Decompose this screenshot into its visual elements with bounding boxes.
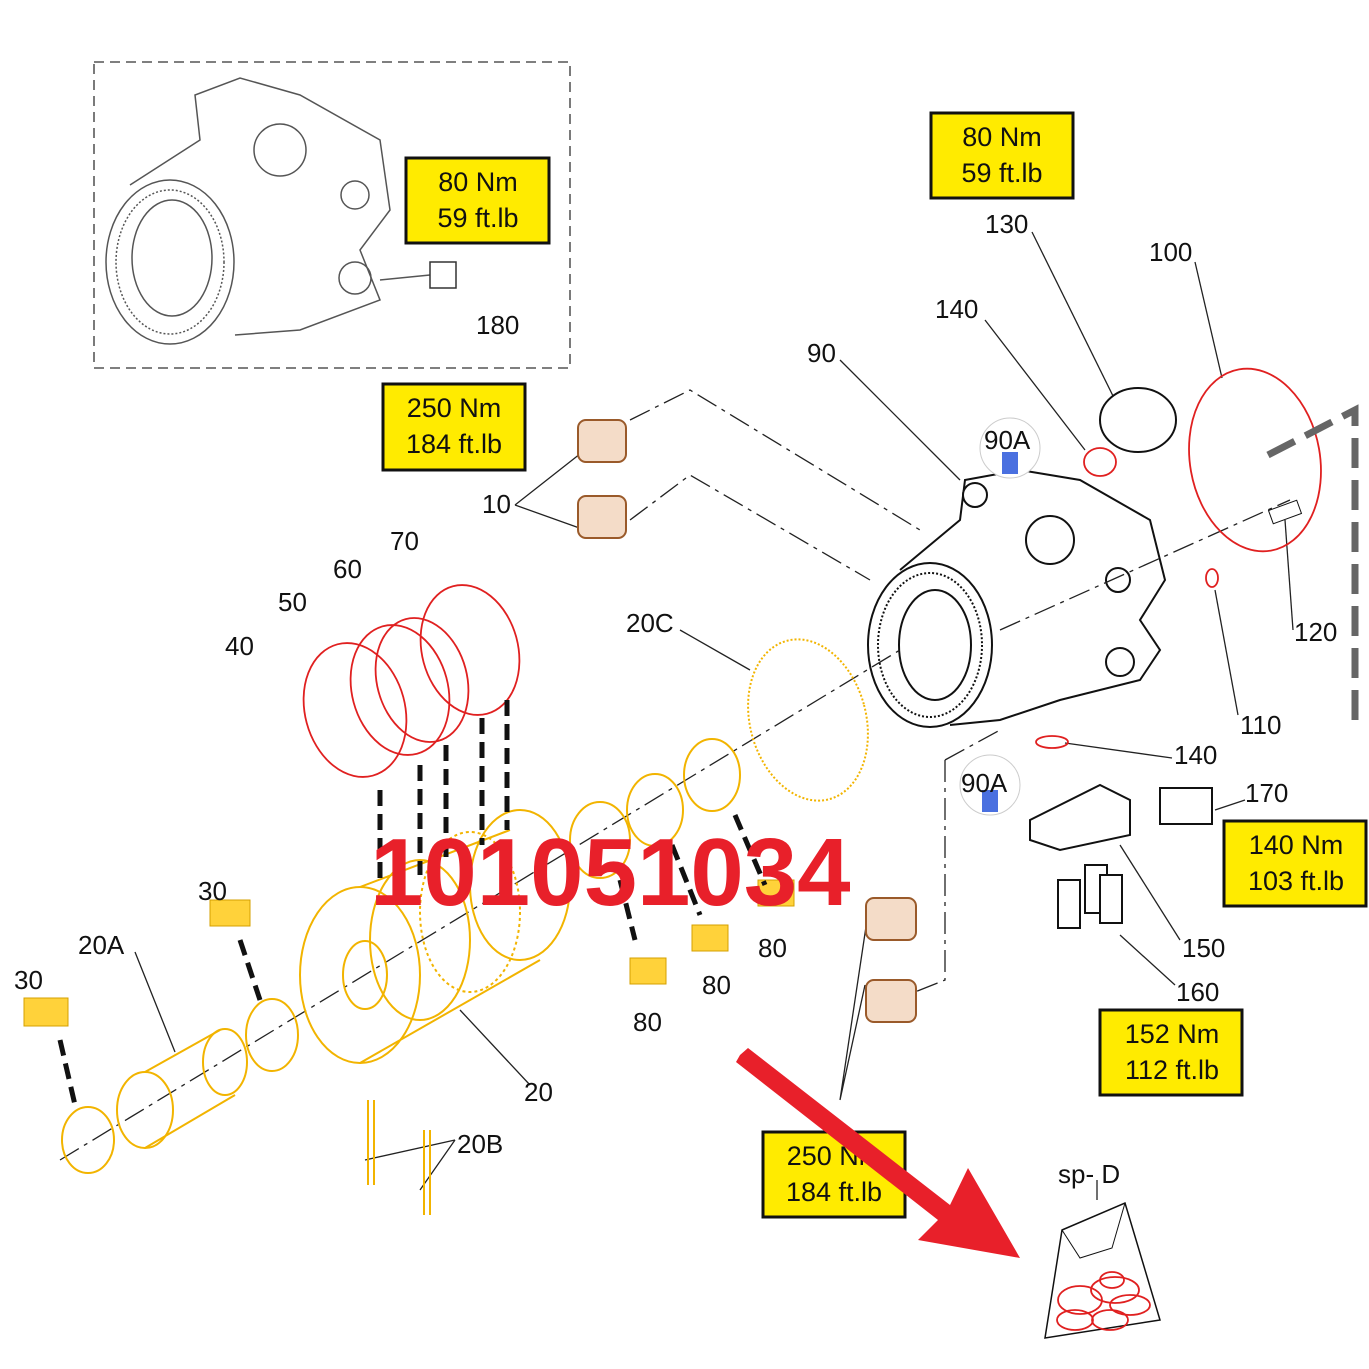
- pins-20b: [367, 1100, 431, 1215]
- housing-detail-drawing: [105, 77, 457, 345]
- callout-90a-b: 90A: [961, 768, 1008, 798]
- kit-label: sp- D: [1058, 1159, 1120, 1189]
- callout-160: 160: [1176, 977, 1219, 1007]
- callout-30: 30: [198, 876, 227, 906]
- callout-80c: 80: [758, 933, 787, 963]
- bolts-160: [1057, 864, 1123, 929]
- housing-90-drawing: [867, 468, 1167, 728]
- svg-text:103 ft.lb: 103 ft.lb: [1248, 866, 1344, 896]
- callout-30b: 30: [14, 965, 43, 995]
- seal-40: [302, 642, 408, 778]
- svg-text:250 Nm: 250 Nm: [407, 393, 502, 423]
- callout-90a: 90A: [984, 425, 1031, 455]
- callout-20c: 20C: [626, 608, 674, 638]
- callout-110: 110: [1240, 710, 1281, 740]
- svg-text:112 ft.lb: 112 ft.lb: [1125, 1055, 1219, 1085]
- callout-20b: 20B: [457, 1129, 503, 1159]
- callout-90: 90: [807, 338, 836, 368]
- callout-70: 70: [390, 526, 419, 556]
- part-number-watermark: 101051034: [370, 819, 851, 926]
- torque-box: 250 Nm 184 ft.lb: [381, 382, 527, 472]
- callout-80b: 80: [633, 1007, 662, 1037]
- red-arrow: [736, 1048, 1020, 1258]
- callout-40: 40: [225, 631, 254, 661]
- seal-100: [1188, 367, 1322, 553]
- svg-text:59 ft.lb: 59 ft.lb: [437, 203, 518, 233]
- sleeve-20a: [116, 1028, 248, 1149]
- svg-text:80 Nm: 80 Nm: [438, 167, 518, 197]
- callout-20: 20: [524, 1077, 553, 1107]
- callout-labels: 180 130 100 140 90 90A 10 70 60 50 40 20…: [14, 209, 1337, 1189]
- section-frame: [1266, 404, 1359, 720]
- plug-130: [1099, 387, 1177, 453]
- thread-locker-90a-b: [959, 754, 1021, 816]
- fittings: [577, 387, 1303, 1023]
- pin-120: [1267, 499, 1303, 525]
- bearing-20c: [747, 638, 869, 802]
- callout-120: 120: [1294, 617, 1337, 647]
- callout-150: 150: [1182, 933, 1225, 963]
- detail-inset-frame: [93, 61, 571, 369]
- callout-80: 80: [702, 970, 731, 1000]
- svg-text:184 ft.lb: 184 ft.lb: [406, 429, 502, 459]
- callout-170: 170: [1245, 778, 1288, 808]
- torque-box: 80 Nm 59 ft.lb: [929, 111, 1075, 200]
- seal-70: [419, 584, 521, 716]
- torque-box: 140 Nm 103 ft.lb: [1222, 819, 1368, 908]
- callout-20a: 20A: [78, 930, 125, 960]
- fitting-170: [1159, 787, 1213, 825]
- seal-140: [1083, 447, 1117, 477]
- seal-110: [1205, 568, 1219, 588]
- assembly-dashes: [57, 700, 768, 1106]
- callout-10: 10: [482, 489, 511, 519]
- flange-150: [1029, 783, 1131, 852]
- callout-50: 50: [278, 587, 307, 617]
- svg-text:140 Nm: 140 Nm: [1249, 830, 1344, 860]
- callout-140: 140: [935, 294, 978, 324]
- seal-60: [374, 617, 470, 743]
- svg-text:59 ft.lb: 59 ft.lb: [961, 158, 1042, 188]
- callout-60: 60: [333, 554, 362, 584]
- seal-50: [349, 624, 451, 756]
- callout-130: 130: [985, 209, 1028, 239]
- yellow-parts: [23, 638, 869, 1215]
- o-ring-seals: [302, 367, 1322, 778]
- svg-text:80 Nm: 80 Nm: [962, 122, 1042, 152]
- svg-text:152 Nm: 152 Nm: [1125, 1019, 1220, 1049]
- torque-box: 152 Nm 112 ft.lb: [1098, 1008, 1244, 1097]
- svg-text:184 ft.lb: 184 ft.lb: [786, 1177, 882, 1207]
- seal-kit-bag: [1044, 1201, 1161, 1339]
- leader-lines: [59, 231, 1294, 1200]
- callout-180: 180: [476, 310, 519, 340]
- callout-100: 100: [1149, 237, 1192, 267]
- thread-locker-90a: [979, 417, 1041, 479]
- seal-140b: [1035, 735, 1069, 749]
- piston-20: [299, 809, 571, 1064]
- callout-140b: 140: [1174, 740, 1217, 770]
- torque-box: 80 Nm 59 ft.lb: [404, 156, 551, 245]
